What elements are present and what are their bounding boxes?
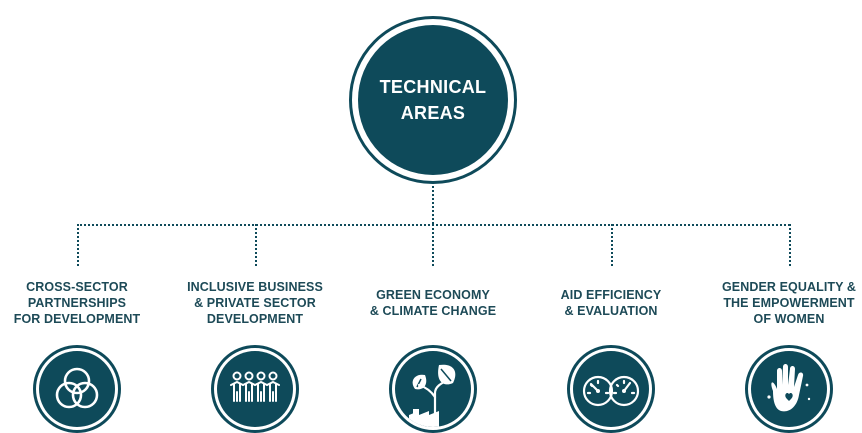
- interlocking-rings-icon: [55, 367, 99, 409]
- factory-leaf-icon: [409, 364, 456, 427]
- area-label-line: CROSS-SECTOR: [26, 280, 128, 294]
- area-label-line: & CLIMATE CHANGE: [369, 304, 497, 318]
- area-icon-circle: [573, 351, 649, 427]
- area-label-line: DEVELOPMENT: [206, 312, 304, 326]
- area-label-green-economy: GREEN ECONOMY & CLIMATE CHANGE: [353, 287, 513, 319]
- people-group-icon: [230, 371, 280, 402]
- area-label-line: & EVALUATION: [564, 304, 658, 318]
- area-icon-circle: [395, 351, 471, 427]
- area-label-line: FOR DEVELOPMENT: [13, 312, 141, 326]
- area-label-line: GENDER EQUALITY &: [721, 280, 857, 294]
- hub-circle: TECHNICAL AREAS: [358, 25, 508, 175]
- branch-connector-3: [432, 224, 434, 266]
- area-label-gender-equality: GENDER EQUALITY & THE EMPOWERMENT OF WOM…: [709, 279, 862, 327]
- area-label-aid-efficiency: AID EFFICIENCY & EVALUATION: [531, 287, 691, 319]
- area-label-line: AID EFFICIENCY: [560, 288, 662, 302]
- gauges-icon: [582, 375, 640, 407]
- branch-connector-1: [77, 224, 79, 266]
- branch-connector-2: [255, 224, 257, 266]
- area-label-line: THE EMPOWERMENT: [723, 296, 855, 310]
- hub-connector: [432, 186, 434, 224]
- area-label-line: INCLUSIVE BUSINESS: [187, 280, 323, 294]
- area-label-line: OF WOMEN: [753, 312, 825, 326]
- area-label-line: & PRIVATE SECTOR: [194, 296, 316, 310]
- hub-title-line-2: AREAS: [400, 103, 466, 123]
- area-icon-circle: [751, 351, 827, 427]
- area-label-inclusive-business: INCLUSIVE BUSINESS & PRIVATE SECTOR DEVE…: [175, 279, 335, 327]
- area-label-line: PARTNERSHIPS: [27, 296, 127, 310]
- branch-connector-4: [611, 224, 613, 266]
- area-icon-circle: [217, 351, 293, 427]
- hand-heart-icon: [767, 364, 811, 412]
- hub-title-line-1: TECHNICAL: [379, 77, 487, 97]
- area-icon-circle: [39, 351, 115, 427]
- hub-outer-ring: [349, 16, 517, 184]
- branch-connector-5: [789, 224, 791, 266]
- area-label-line: GREEN ECONOMY: [376, 288, 490, 302]
- area-label-cross-sector: CROSS-SECTOR PARTNERSHIPS FOR DEVELOPMEN…: [0, 279, 157, 327]
